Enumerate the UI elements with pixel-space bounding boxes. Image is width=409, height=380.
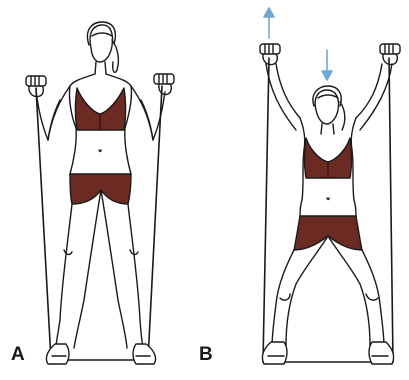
panel-label-a: A	[11, 345, 25, 364]
figure-b	[260, 8, 400, 364]
head-a	[87, 22, 118, 72]
arrow-down-icon	[322, 50, 332, 80]
shoe-right-a	[133, 344, 156, 364]
grip-right-a	[154, 74, 174, 95]
panel-label-b: B	[199, 345, 213, 364]
shoe-left-b	[262, 342, 287, 364]
arrow-up-icon	[264, 8, 274, 38]
briefs-b	[294, 216, 362, 250]
shoe-right-b	[369, 342, 394, 364]
grip-right-b	[380, 44, 400, 65]
grip-left-b	[260, 44, 280, 65]
figure-a	[26, 22, 174, 364]
head-b	[313, 86, 345, 130]
briefs-a	[70, 174, 131, 204]
